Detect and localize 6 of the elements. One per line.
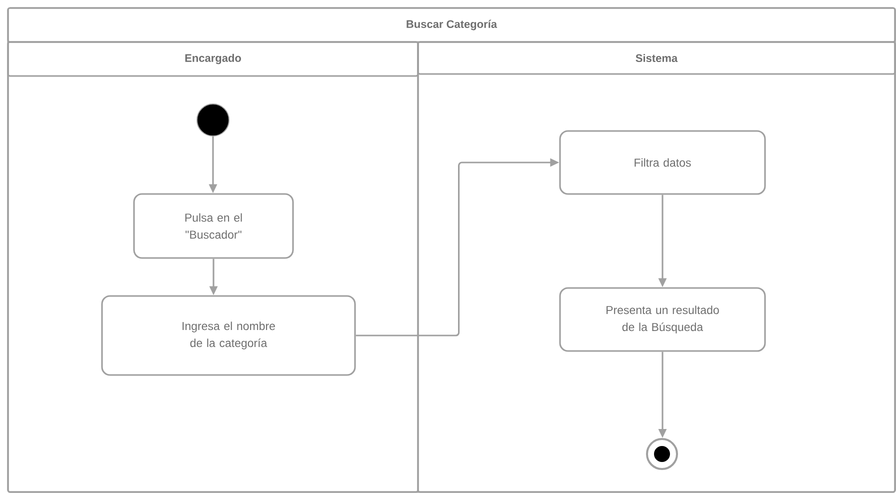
start-node	[196, 104, 230, 136]
activity-box: Presenta un resultado de la Búsqueda	[559, 287, 766, 352]
activity-box: Ingresa el nombre de la categoría	[101, 295, 356, 376]
end-node	[646, 438, 678, 470]
activity-box: Pulsa en el "Buscador"	[133, 193, 294, 259]
activity-box: Filtra datos	[559, 130, 766, 195]
